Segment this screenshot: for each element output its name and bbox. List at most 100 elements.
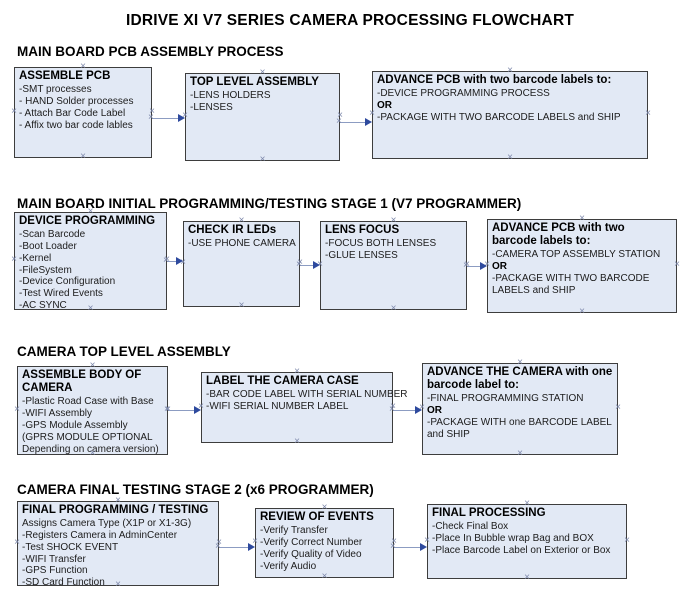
flow-box-review-of-events: REVIEW OF EVENTS-Verify Transfer-Verify …: [252, 503, 397, 582]
flow-box-assemble-body-of-camera: ASSEMBLE BODY OF CAMERA-Plastic Road Cas…: [14, 361, 171, 459]
flow-arrow: ×: [389, 405, 422, 415]
flow-box-title: REVIEW OF EVENTS: [260, 511, 374, 523]
connection-point-icon: ×: [389, 404, 395, 415]
connection-point-icon: ×: [321, 571, 328, 582]
flow-arrow: ×: [296, 260, 320, 270]
flow-box-item: -PACKAGE WITH TWO BARCODE LABELS and SHI…: [492, 273, 650, 296]
flow-box-item: -FOCUS BOTH LENSES: [325, 238, 437, 250]
flow-box-title: TOP LEVEL ASSEMBLY: [190, 76, 319, 88]
flow-box-item: -LENSES: [190, 102, 233, 114]
arrow-line: [394, 547, 424, 548]
flow-box-device-programming: DEVICE PROGRAMMING-Scan Barcode-Boot Loa…: [11, 207, 170, 314]
connection-point-icon: ×: [80, 151, 86, 162]
flow-box-item: -PACKAGE WITH TWO BARCODE LABELS and SHI…: [377, 111, 621, 123]
section-header-main-board-initial-programming-testing-s: MAIN BOARD INITIAL PROGRAMMING/TESTING S…: [17, 196, 522, 211]
connection-point-icon: ×: [294, 436, 300, 447]
connection-point-icon: ×: [259, 154, 266, 165]
connection-point-icon: ×: [674, 259, 680, 270]
arrow-head-icon: [194, 406, 201, 414]
flow-box-title: FINAL PROCESSING: [432, 507, 546, 519]
flow-box-item: -CAMERA TOP ASSEMBLY STATION: [492, 249, 661, 261]
flow-box-item: -BAR CODE LABEL WITH SERIAL NUMBER: [206, 389, 408, 401]
arrow-head-icon: [480, 262, 487, 270]
flow-box-final-processing: FINAL PROCESSING -Check Final Box-Place …: [424, 499, 630, 583]
flow-box-item: -Registers Camera in AdminCenter: [22, 530, 178, 542]
flow-box-item: -LENS HOLDERS: [190, 90, 271, 102]
flow-box-item: -Verify Correct Number: [260, 537, 363, 549]
arrow-line: [219, 547, 252, 548]
flow-arrow: ×: [215, 542, 255, 552]
flow-arrow: ×: [390, 542, 427, 552]
connection-point-icon: ×: [390, 541, 396, 552]
connection-point-icon: ×: [336, 116, 342, 127]
flow-box-title: FINAL PROGRAMMING / TESTING: [22, 504, 209, 516]
arrow-line: [167, 261, 180, 262]
arrow-head-icon: [420, 543, 427, 551]
connection-point-icon: ×: [390, 303, 397, 314]
flow-box-item: -DEVICE PROGRAMMING PROCESS: [377, 88, 550, 100]
flow-box-item: -Scan Barcode: [19, 229, 86, 241]
flow-box-item: -Boot Loader: [19, 241, 77, 253]
connection-point-icon: ×: [579, 306, 585, 317]
arrow-line: [168, 410, 198, 411]
flow-box-item: -GPS Function: [22, 565, 88, 577]
flow-box-item: -Plastic Road Case with Base: [22, 396, 154, 408]
flow-box-item: -PACKAGE WITH one BARCODE LABEL and SHIP: [427, 417, 612, 440]
flow-box-advance-the-camera-with-one-barcode-labe: ADVANCE THE CAMERA with one barcode labe…: [419, 358, 621, 459]
flow-box-item: -Kernel: [19, 252, 52, 264]
flow-box-item: -AC SYNC: [19, 300, 67, 311]
flow-box-title: ADVANCE PCB with two barcode labels to:: [377, 74, 612, 86]
flow-box-item: -Place Barcode Label on Exterior or Box: [432, 544, 611, 556]
flow-box-item: (GPRS MODULE OPTIONAL: [22, 431, 153, 443]
connection-point-icon: ×: [14, 536, 20, 548]
flow-arrow: ×: [336, 117, 372, 127]
flow-arrow: ×: [463, 261, 487, 271]
flow-box-label-the-camera-case: LABEL THE CAMERA CASE -BAR CODE LABEL WIT…: [198, 367, 408, 447]
arrow-line: [152, 118, 182, 119]
arrow-line: [393, 410, 419, 411]
flow-box-item: -SD Card Function: [22, 577, 105, 589]
flow-box-assemble-pcb: ASSEMBLE PCB-SMT processes- HAND Solder …: [11, 62, 155, 162]
flow-arrow: ×: [163, 256, 183, 266]
arrow-head-icon: [178, 114, 185, 122]
connection-point-icon: ×: [624, 534, 630, 546]
connection-point-icon: ×: [507, 152, 513, 163]
flow-box-item: -WIFI SERIAL NUMBER LABEL: [206, 401, 349, 413]
connection-point-icon: ×: [238, 300, 245, 311]
section-header-camera-top-level-assembly: CAMERA TOP LEVEL ASSEMBLY: [17, 344, 231, 359]
connection-point-icon: ×: [148, 112, 154, 123]
flow-arrow: ×: [164, 405, 201, 415]
flow-box-item: -GPS Module Assembly: [22, 420, 128, 432]
section-header-camera-final-testing-stage-2-x6-programm: CAMERA FINAL TESTING STAGE 2 (x6 PROGRAM…: [17, 482, 374, 497]
flow-box-title: ADVANCE THE CAMERA with one barcode labe…: [427, 366, 613, 392]
flow-box-advance-pcb-with-two-barcode-labels-to: ADVANCE PCB with two barcode labels to: -…: [369, 66, 651, 163]
flow-box-title: LENS FOCUS: [325, 224, 400, 236]
connection-point-icon: ×: [524, 572, 530, 583]
arrow-head-icon: [176, 257, 183, 265]
arrow-head-icon: [415, 406, 422, 414]
flow-box-item: -Place In Bubble wrap Bag and BOX: [432, 533, 594, 545]
flow-box-item: -Verify Audio: [260, 560, 317, 572]
flow-box-item: -Test SHOCK EVENT: [22, 541, 119, 553]
flow-box-check-ir-leds: CHECK IR LEDs-USE PHONE CAMERA××××: [180, 216, 303, 311]
connection-point-icon: ×: [164, 404, 170, 415]
flow-box-item: OR: [427, 405, 442, 417]
connection-point-icon: ×: [11, 254, 17, 265]
flow-box-title: ADVANCE PCB with two barcode labels to:: [492, 222, 625, 248]
connection-point-icon: ×: [14, 403, 20, 415]
connection-point-icon: ×: [517, 448, 523, 459]
flow-box-item: OR: [492, 261, 507, 273]
flow-box-item: -Check Final Box: [432, 521, 509, 533]
flow-box-item: - Affix two bar code lables: [19, 119, 133, 131]
flow-box-item: -Verify Transfer: [260, 525, 328, 537]
flow-box-item: -Test Wired Events: [19, 288, 103, 300]
flow-box-title: ASSEMBLE PCB: [19, 70, 111, 82]
flow-box-title: LABEL THE CAMERA CASE: [206, 375, 359, 387]
arrow-head-icon: [365, 118, 372, 126]
flow-box-lens-focus: LENS FOCUS-FOCUS BOTH LENSES-GLUE LENSES…: [317, 216, 470, 314]
flowchart-title: IDRIVE XI V7 SERIES CAMERA PROCESSING FL…: [125, 12, 575, 29]
arrow-line: [300, 265, 317, 266]
flow-box-item: -Device Configuration: [19, 276, 116, 288]
